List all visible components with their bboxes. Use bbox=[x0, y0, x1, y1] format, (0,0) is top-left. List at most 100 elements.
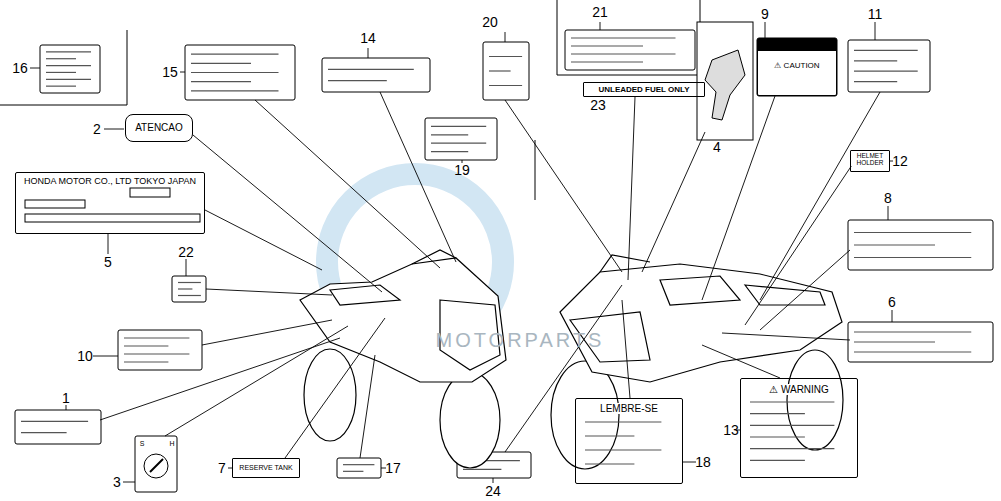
leader-line bbox=[285, 318, 385, 458]
callout-number: 9 bbox=[761, 7, 769, 21]
label-text-line bbox=[343, 464, 374, 465]
leader-line bbox=[622, 300, 630, 398]
caution-label bbox=[135, 436, 177, 492]
callout-number: 8 bbox=[884, 191, 892, 205]
label-text: ⚠ WARNING bbox=[769, 384, 829, 395]
callout-number: 13 bbox=[723, 423, 739, 437]
callout-number: 23 bbox=[590, 98, 606, 112]
label-plate: HELMET HOLDER bbox=[850, 150, 890, 172]
leader-line bbox=[760, 250, 850, 330]
label-text-line bbox=[854, 50, 918, 51]
callout-number: 14 bbox=[360, 31, 376, 45]
bracket-line bbox=[127, 30, 128, 105]
callout-number: 6 bbox=[888, 295, 896, 309]
label-text-line bbox=[46, 58, 76, 59]
label-text-line bbox=[854, 244, 935, 245]
leader-line bbox=[180, 72, 185, 73]
choke-dial bbox=[144, 454, 168, 478]
callout-number: 17 bbox=[385, 461, 401, 475]
leader-line bbox=[628, 97, 635, 280]
label-text: ⚠ CAUTION bbox=[774, 62, 819, 71]
callout-number: 2 bbox=[93, 122, 101, 136]
caution-label bbox=[848, 322, 993, 362]
label-text-line bbox=[21, 432, 67, 433]
callout-number: 12 bbox=[892, 154, 908, 168]
callout-number: 20 bbox=[482, 15, 498, 29]
label-text-line bbox=[46, 51, 91, 52]
label-plate: ⚠ CAUTION bbox=[757, 38, 837, 96]
callout-number: 15 bbox=[162, 65, 178, 79]
leader-line bbox=[66, 405, 67, 410]
leader-line bbox=[505, 32, 506, 42]
leader-line bbox=[108, 234, 109, 254]
label-text-line bbox=[124, 353, 189, 354]
label-text-line bbox=[585, 435, 634, 436]
leader-line bbox=[722, 333, 850, 340]
leader-line bbox=[165, 326, 348, 436]
dial-letter: H bbox=[169, 440, 174, 447]
plate-field bbox=[25, 200, 85, 208]
front-wheel bbox=[440, 372, 500, 468]
label-text-line bbox=[191, 81, 251, 82]
caution-label bbox=[185, 45, 295, 100]
callout-number: 18 bbox=[695, 455, 711, 469]
label-text-line bbox=[854, 232, 971, 233]
label-text-line bbox=[328, 80, 387, 81]
seat bbox=[745, 285, 825, 305]
callout-number: 24 bbox=[485, 484, 501, 498]
label-text-line bbox=[431, 143, 486, 144]
leader-line bbox=[368, 48, 369, 58]
caution-label bbox=[40, 45, 100, 93]
seat bbox=[330, 285, 400, 305]
callout-number: 5 bbox=[104, 255, 112, 269]
label-text-line bbox=[178, 295, 201, 296]
leader-line bbox=[875, 22, 876, 40]
fuel-tank bbox=[660, 276, 740, 305]
leader-line bbox=[702, 96, 775, 300]
label-text: HONDA MOTOR CO., LTD TOKYO JAPAN bbox=[24, 177, 196, 187]
leader-line bbox=[892, 310, 893, 322]
leader-line bbox=[600, 22, 601, 30]
label-text-line bbox=[431, 126, 486, 127]
callout-number: 11 bbox=[868, 7, 883, 21]
label-plate: UNLEADED FUEL ONLY bbox=[583, 82, 705, 97]
label-text-line bbox=[571, 53, 676, 54]
label-text-line bbox=[178, 288, 192, 289]
leader-line bbox=[205, 210, 322, 270]
callout-number: 19 bbox=[454, 163, 470, 177]
label-text-line bbox=[585, 449, 661, 450]
label-text-line bbox=[431, 134, 468, 135]
caution-label bbox=[565, 30, 695, 70]
label-text-line bbox=[854, 331, 971, 332]
caution-band bbox=[758, 39, 836, 51]
label-text-line bbox=[124, 361, 168, 362]
label-text: HELMET HOLDER bbox=[851, 153, 889, 166]
callout-number: 4 bbox=[713, 140, 721, 154]
dial-letter: S bbox=[140, 440, 145, 447]
bracket-line bbox=[557, 75, 700, 76]
leader-line bbox=[702, 345, 780, 378]
caution-label bbox=[337, 458, 381, 478]
label-text-line bbox=[489, 56, 522, 57]
label-text: LEMBRE-SE bbox=[600, 403, 658, 414]
label-text-line bbox=[489, 85, 522, 86]
label-text-line bbox=[571, 45, 643, 46]
leader-line bbox=[642, 132, 705, 272]
leader-line bbox=[505, 285, 622, 452]
label-text-line bbox=[343, 471, 363, 472]
windscreen bbox=[600, 255, 650, 272]
label-text-line bbox=[854, 81, 897, 82]
rear-wheel bbox=[787, 350, 843, 450]
plate-field bbox=[25, 214, 200, 222]
handlebar-picture bbox=[705, 50, 745, 120]
label-text-line bbox=[750, 460, 805, 461]
label-plate: RESERVE TANK bbox=[232, 458, 300, 478]
label-text-line bbox=[585, 421, 661, 422]
leader-line bbox=[493, 478, 494, 483]
label-text-line bbox=[571, 37, 676, 38]
caution-label bbox=[483, 42, 529, 100]
label-plate: ⚠ WARNING bbox=[740, 378, 858, 478]
caution-label bbox=[697, 22, 753, 140]
callout-number: 22 bbox=[178, 245, 194, 259]
